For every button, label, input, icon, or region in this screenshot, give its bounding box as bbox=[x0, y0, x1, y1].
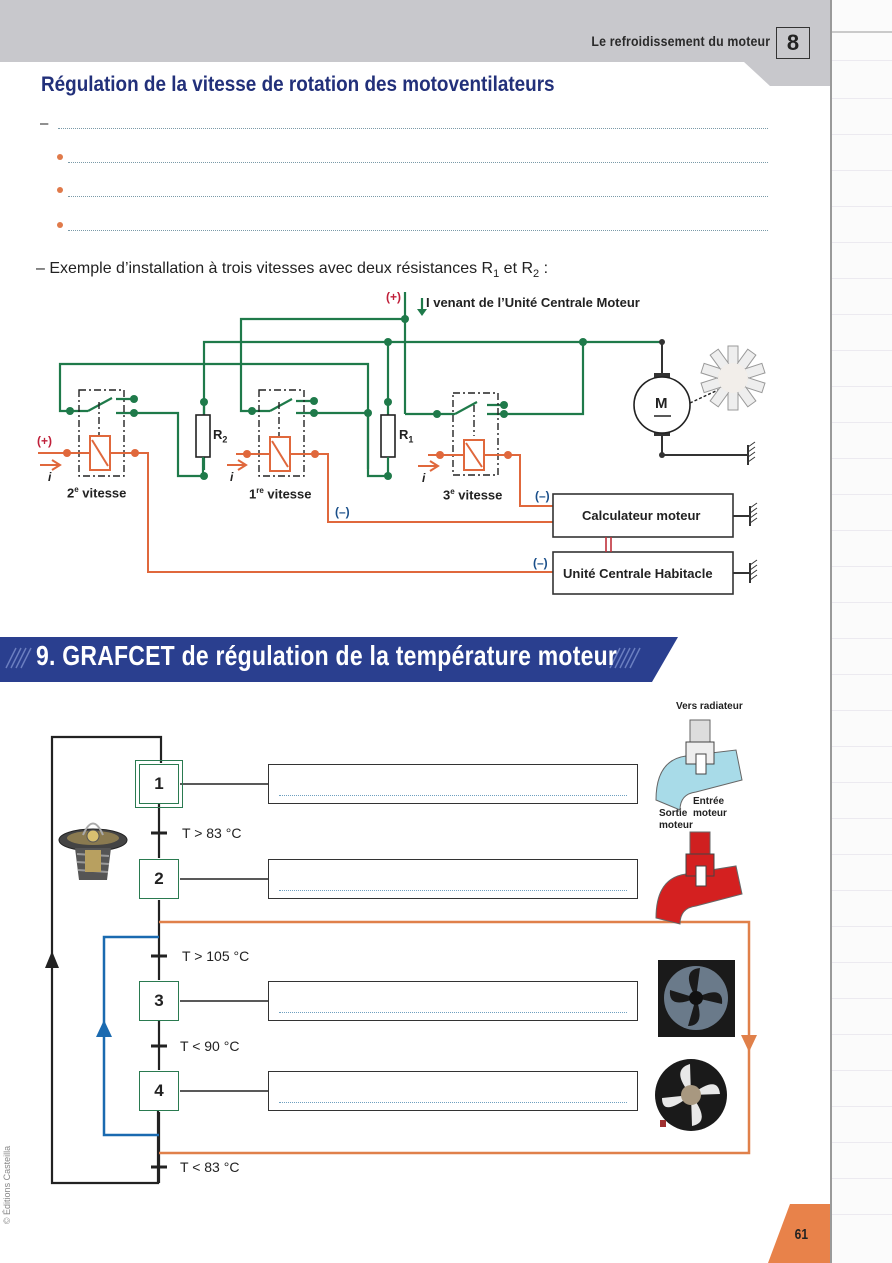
calculator-box bbox=[552, 493, 734, 538]
photo-label-entree: Entrée bbox=[693, 796, 725, 807]
relay-3-label: 3e vitesse bbox=[443, 487, 503, 503]
action-box-step-3[interactable] bbox=[268, 981, 638, 1021]
plus-top-label: (+) bbox=[386, 290, 401, 304]
chapter-number: 8 bbox=[776, 27, 810, 59]
photo-label-sortie: Sortie bbox=[659, 808, 688, 819]
i-label: i bbox=[48, 470, 52, 484]
minus-label: (–) bbox=[535, 489, 550, 503]
right-margin bbox=[830, 0, 892, 1263]
thermostat-image bbox=[58, 822, 128, 880]
relay-2-label: 2e vitesse bbox=[67, 485, 127, 501]
r2-label: R2 bbox=[213, 427, 228, 445]
copyright: © Éditions Casteilla bbox=[2, 1145, 12, 1225]
bullet-icon bbox=[57, 187, 63, 193]
grafcet-step-1: 1 bbox=[135, 760, 183, 808]
transition-condition: T > 105 °C bbox=[182, 948, 250, 964]
dash-marker: – bbox=[40, 115, 49, 132]
i-label: i bbox=[422, 471, 426, 485]
fan-square-image bbox=[658, 960, 735, 1037]
relay-3-box bbox=[452, 392, 499, 476]
section-title: Régulation de la vitesse de rotation des… bbox=[41, 73, 555, 96]
grafcet-title: 9. GRAFCET de régulation de la températu… bbox=[36, 640, 618, 671]
action-box-step-4[interactable] bbox=[268, 1071, 638, 1111]
transition-condition: T < 90 °C bbox=[180, 1038, 240, 1054]
thermostat-hot-image bbox=[655, 831, 743, 925]
relay-2-box bbox=[78, 389, 125, 477]
chapter-title: Le refroidissement du moteur bbox=[591, 33, 770, 49]
fan-round-image bbox=[655, 1059, 727, 1131]
photo-label-moteur: moteur bbox=[693, 808, 727, 819]
page-tab bbox=[768, 1204, 830, 1263]
answer-line[interactable] bbox=[68, 230, 768, 231]
minus-label: (–) bbox=[533, 556, 548, 570]
header-band bbox=[0, 0, 892, 86]
circuit-diagram bbox=[38, 292, 766, 595]
fan-icon bbox=[700, 345, 766, 411]
action-box-step-1[interactable] bbox=[268, 764, 638, 804]
answer-line[interactable] bbox=[68, 196, 768, 197]
transition-condition: T > 83 °C bbox=[182, 825, 242, 841]
transition-condition: T < 83 °C bbox=[180, 1159, 240, 1175]
motor-label: M bbox=[655, 395, 668, 412]
example-text: – Exemple d’installation à trois vitesse… bbox=[36, 260, 549, 281]
thermostat-cold-image bbox=[655, 719, 743, 811]
bullet-icon bbox=[57, 222, 63, 228]
plus-left-label: (+) bbox=[37, 434, 52, 448]
grafcet-step-2: 2 bbox=[139, 859, 179, 899]
grafcet-banner bbox=[0, 637, 678, 682]
bullet-icon bbox=[57, 154, 63, 160]
relay-1-box bbox=[258, 389, 305, 477]
photo-label-moteur: moteur bbox=[659, 820, 693, 831]
i-label: i bbox=[230, 470, 234, 484]
current-label: I venant de l’Unité Centrale Moteur bbox=[426, 295, 640, 310]
answer-line[interactable] bbox=[68, 162, 768, 163]
grafcet-step-3: 3 bbox=[139, 981, 179, 1021]
grafcet-step-4: 4 bbox=[139, 1071, 179, 1111]
photo-label-vers-radiateur: Vers radiateur bbox=[676, 701, 743, 712]
relay-1-label: 1re vitesse bbox=[249, 486, 312, 502]
action-box-step-2[interactable] bbox=[268, 859, 638, 899]
answer-line[interactable] bbox=[58, 128, 768, 129]
r1-label: R1 bbox=[399, 427, 414, 445]
page-number: 61 bbox=[794, 1226, 809, 1243]
minus-label: (–) bbox=[335, 505, 350, 519]
motor-icon bbox=[633, 376, 691, 434]
ucb-label: Unité Centrale Habitacle bbox=[563, 566, 713, 581]
page bbox=[0, 0, 830, 1263]
calculator-label: Calculateur moteur bbox=[582, 508, 701, 523]
